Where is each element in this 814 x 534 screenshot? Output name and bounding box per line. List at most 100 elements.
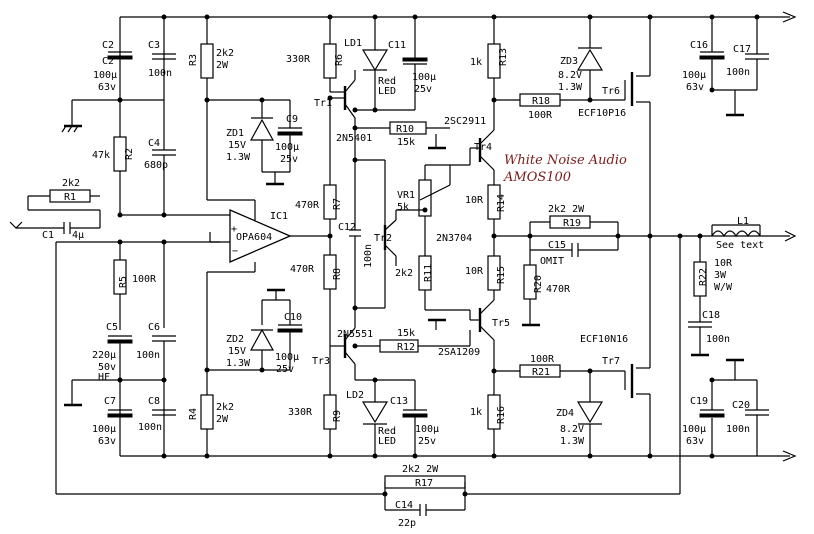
- svg-text:ECF10N16: ECF10N16: [580, 334, 628, 345]
- svg-text:Tr5: Tr5: [492, 318, 510, 329]
- svg-text:C3: C3: [148, 40, 160, 51]
- svg-text:C7: C7: [104, 396, 116, 407]
- svg-text:R5: R5: [118, 276, 129, 288]
- svg-text:1k: 1k: [470, 407, 482, 418]
- svg-text:1.3W: 1.3W: [560, 436, 585, 447]
- svg-text:C17: C17: [733, 44, 751, 55]
- svg-text:2k2: 2k2: [62, 178, 80, 189]
- svg-text:2SA1209: 2SA1209: [438, 347, 480, 358]
- svg-text:R2: R2: [124, 148, 135, 160]
- svg-text:Tr4: Tr4: [474, 142, 492, 153]
- svg-text:R16: R16: [496, 406, 507, 424]
- svg-text:5k: 5k: [397, 202, 409, 213]
- svg-text:C20: C20: [732, 400, 750, 411]
- output-arrow-icon: [784, 230, 797, 242]
- svg-text:R21: R21: [532, 367, 550, 378]
- svg-text:C4: C4: [148, 138, 160, 149]
- svg-text:25v: 25v: [276, 364, 294, 375]
- svg-text:L1: L1: [737, 216, 749, 227]
- svg-text:R15: R15: [496, 266, 507, 284]
- svg-text:See text: See text: [716, 240, 764, 251]
- junctions: [117, 14, 760, 497]
- svg-text:100n: 100n: [148, 68, 172, 79]
- svg-text:330R: 330R: [288, 407, 313, 418]
- component-labels: C2 100µ 63v C3 100n R3 2k2 2W 330R R6 LD…: [42, 38, 764, 529]
- svg-text:10R: 10R: [465, 195, 484, 206]
- svg-text:2k2: 2k2: [216, 48, 234, 59]
- svg-text:R11: R11: [423, 264, 434, 282]
- svg-text:C9: C9: [286, 114, 298, 125]
- svg-text:63v: 63v: [98, 82, 116, 93]
- svg-text:Red: Red: [378, 76, 396, 87]
- svg-text:10R: 10R: [714, 258, 733, 269]
- svg-text:C6: C6: [148, 322, 160, 333]
- svg-text:C10: C10: [284, 312, 302, 323]
- svg-text:63v: 63v: [686, 82, 704, 93]
- svg-text:2k2 2W: 2k2 2W: [548, 204, 585, 215]
- svg-text:R9: R9: [332, 410, 343, 422]
- svg-text:−: −: [232, 246, 238, 257]
- svg-text:8.2V: 8.2V: [560, 424, 584, 435]
- supply-arrow-icon: [782, 450, 797, 462]
- svg-text:100µ: 100µ: [92, 424, 116, 435]
- svg-text:63v: 63v: [98, 436, 116, 447]
- svg-text:R20: R20: [533, 275, 544, 293]
- svg-text:R17: R17: [415, 478, 433, 489]
- svg-text:ZD1: ZD1: [226, 128, 244, 139]
- svg-text:LD2: LD2: [346, 390, 364, 401]
- svg-text:2N3704: 2N3704: [436, 233, 472, 244]
- svg-text:HF: HF: [98, 372, 110, 383]
- svg-text:R18: R18: [532, 96, 550, 107]
- svg-text:100n: 100n: [726, 67, 750, 78]
- svg-text:470R: 470R: [295, 200, 320, 211]
- svg-text:C16: C16: [690, 40, 708, 51]
- svg-text:Red: Red: [378, 426, 396, 437]
- svg-text:ZD2: ZD2: [226, 334, 244, 345]
- svg-text:15V: 15V: [228, 140, 246, 151]
- opamp-ic1: [229, 209, 292, 263]
- svg-text:25v: 25v: [414, 84, 432, 95]
- title-block: White Noise Audio AMOS100: [503, 153, 627, 185]
- svg-text:2SC2911: 2SC2911: [444, 116, 486, 127]
- svg-text:C14: C14: [395, 500, 413, 511]
- svg-text:R19: R19: [563, 218, 581, 229]
- svg-text:100n: 100n: [726, 424, 750, 435]
- svg-text:100n: 100n: [363, 244, 374, 268]
- svg-text:Tr1: Tr1: [314, 98, 332, 109]
- svg-text:4µ: 4µ: [72, 230, 84, 241]
- svg-text:IC1: IC1: [270, 211, 288, 222]
- svg-text:2N5401: 2N5401: [336, 133, 372, 144]
- svg-text:100µ: 100µ: [682, 424, 706, 435]
- svg-text:C12: C12: [338, 222, 356, 233]
- svg-text:100µ: 100µ: [412, 72, 436, 83]
- svg-text:100R: 100R: [530, 354, 555, 365]
- svg-text:25v: 25v: [280, 154, 298, 165]
- svg-text:Tr2: Tr2: [374, 233, 392, 244]
- svg-text:ECF10P16: ECF10P16: [578, 108, 626, 119]
- svg-text:10R: 10R: [465, 266, 484, 277]
- svg-text:C8: C8: [148, 396, 160, 407]
- svg-text:Tr6: Tr6: [602, 86, 620, 97]
- svg-text:ZD3: ZD3: [560, 56, 578, 67]
- svg-text:+: +: [231, 224, 237, 235]
- svg-text:100µ: 100µ: [415, 424, 439, 435]
- svg-text:100n: 100n: [136, 350, 160, 361]
- svg-text:C15: C15: [548, 240, 566, 251]
- svg-text:R10: R10: [396, 124, 414, 135]
- svg-text:R7: R7: [332, 198, 343, 210]
- svg-text:22p: 22p: [398, 518, 416, 529]
- svg-text:100n: 100n: [138, 422, 162, 433]
- svg-text:R1: R1: [64, 192, 76, 203]
- svg-text:2W: 2W: [216, 414, 229, 425]
- svg-text:2N5551: 2N5551: [337, 329, 373, 340]
- svg-text:R3: R3: [188, 54, 199, 66]
- svg-text:ZD4: ZD4: [556, 408, 574, 419]
- negative-rail: [120, 450, 797, 462]
- svg-text:R8: R8: [332, 268, 343, 280]
- svg-text:C2: C2: [102, 56, 114, 67]
- svg-text:LD1: LD1: [344, 38, 362, 49]
- svg-text:C5: C5: [106, 322, 118, 333]
- svg-text:OPA604: OPA604: [236, 232, 272, 243]
- svg-text:2W: 2W: [216, 60, 229, 71]
- svg-text:680p: 680p: [144, 160, 168, 171]
